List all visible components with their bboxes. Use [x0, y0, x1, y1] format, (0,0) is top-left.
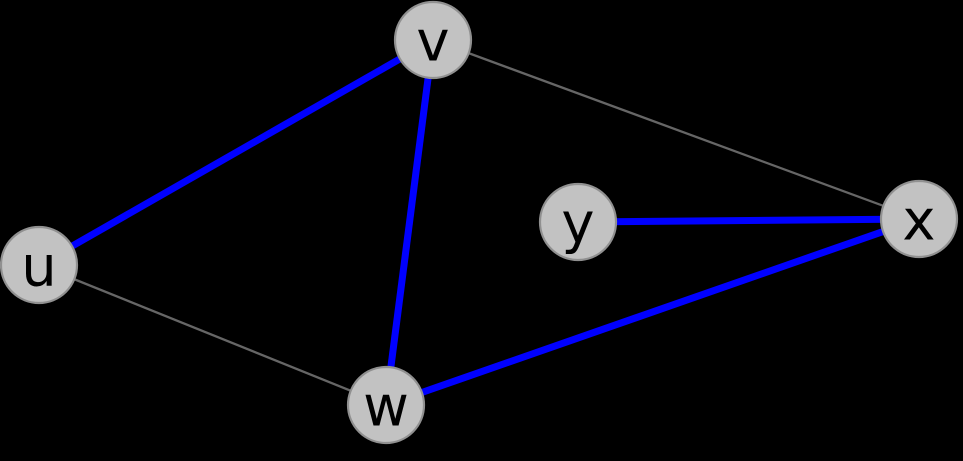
node-circle-w: [346, 365, 426, 445]
edge-u-w: [38, 263, 387, 407]
node-w: w: [346, 365, 426, 445]
edge-y-x-highlighted: [577, 215, 920, 226]
node-label-y: y: [561, 192, 594, 257]
edge-v-x: [432, 38, 920, 221]
node-label-x: x: [902, 189, 935, 254]
node-label-v: v: [416, 10, 449, 75]
edge-v-w-highlighted: [382, 39, 437, 406]
node-circle-x: [879, 179, 959, 259]
node-u: u: [0, 225, 79, 305]
node-y: y: [538, 182, 618, 262]
node-circle-y: [538, 182, 618, 262]
edge-w-x-highlighted: [384, 215, 921, 409]
node-label-u: u: [21, 235, 57, 300]
node-label-w: w: [363, 375, 409, 440]
node-v: v: [393, 0, 473, 80]
edge-u-v-highlighted: [37, 36, 435, 269]
node-circle-v: [393, 0, 473, 80]
node-circle-u: [0, 225, 79, 305]
node-x: x: [879, 179, 959, 259]
